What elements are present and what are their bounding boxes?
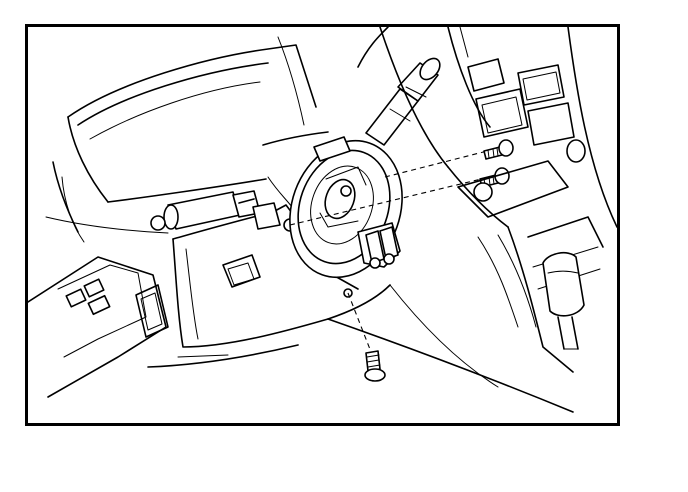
figure-frame <box>25 24 620 426</box>
exploded-view-diagram <box>28 27 617 413</box>
wiper-switch-lever <box>365 57 441 146</box>
combination-switch-lever <box>150 190 281 231</box>
instrument-panel <box>45 36 317 243</box>
cover-screw <box>364 350 386 382</box>
shift-lever <box>542 251 585 350</box>
spiral-cable <box>289 136 403 279</box>
screw-paths <box>289 146 504 358</box>
console-lines <box>147 284 574 413</box>
lower-dash-switches <box>28 254 261 398</box>
